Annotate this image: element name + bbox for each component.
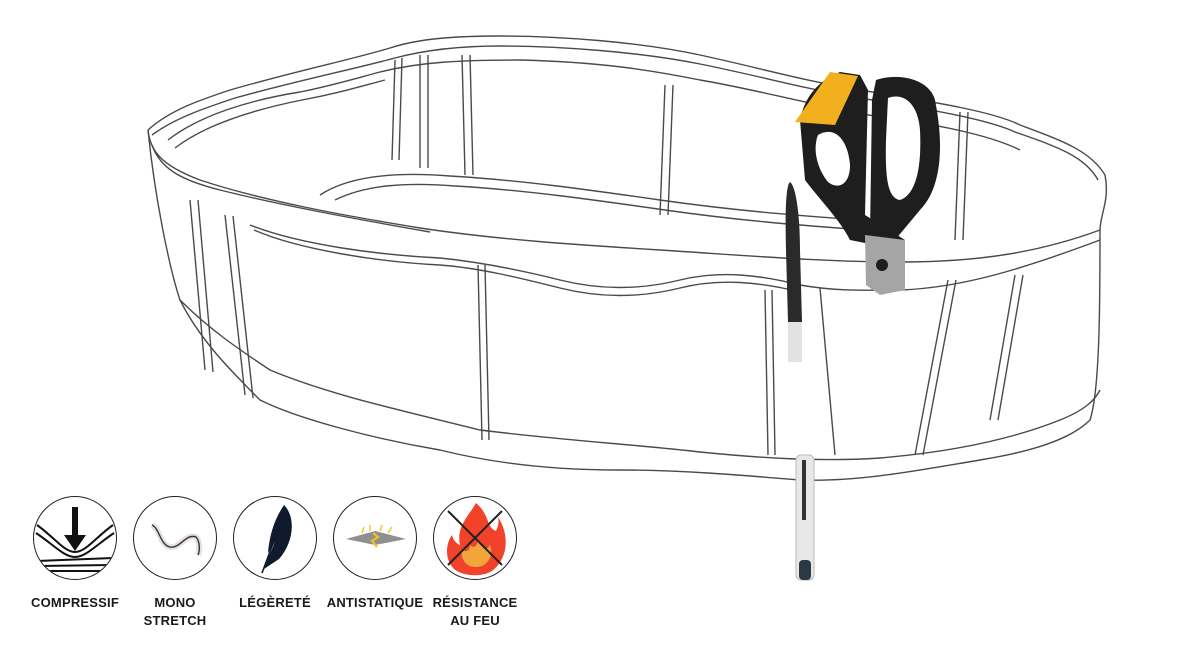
feature-mono-stretch: MONO STRETCH <box>120 496 230 630</box>
feature-list: COMPRESSIF MONO STRETCH LÉGÈRETÉ ANTISTA… <box>20 496 540 636</box>
no-fire-icon <box>433 496 517 580</box>
stretch-curve-icon <box>133 496 217 580</box>
feature-antistatique: ANTISTATIQUE <box>320 496 430 612</box>
feature-label: COMPRESSIF <box>31 595 119 610</box>
static-spark-icon <box>333 496 417 580</box>
feature-label: MONO STRETCH <box>143 595 207 628</box>
pen-icon <box>785 182 815 581</box>
feature-label: ANTISTATIQUE <box>326 595 424 610</box>
feature-legerete: LÉGÈRETÉ <box>220 496 330 612</box>
feather-icon <box>233 496 317 580</box>
feature-resistance-au-feu: RÉSISTANCE AU FEU <box>420 496 530 630</box>
feature-label: RÉSISTANCE AU FEU <box>432 595 518 628</box>
feature-label: LÉGÈRETÉ <box>239 595 311 610</box>
compress-arrow-icon <box>33 496 117 580</box>
feature-compressif: COMPRESSIF <box>20 496 130 612</box>
scissors-icon <box>795 72 940 295</box>
